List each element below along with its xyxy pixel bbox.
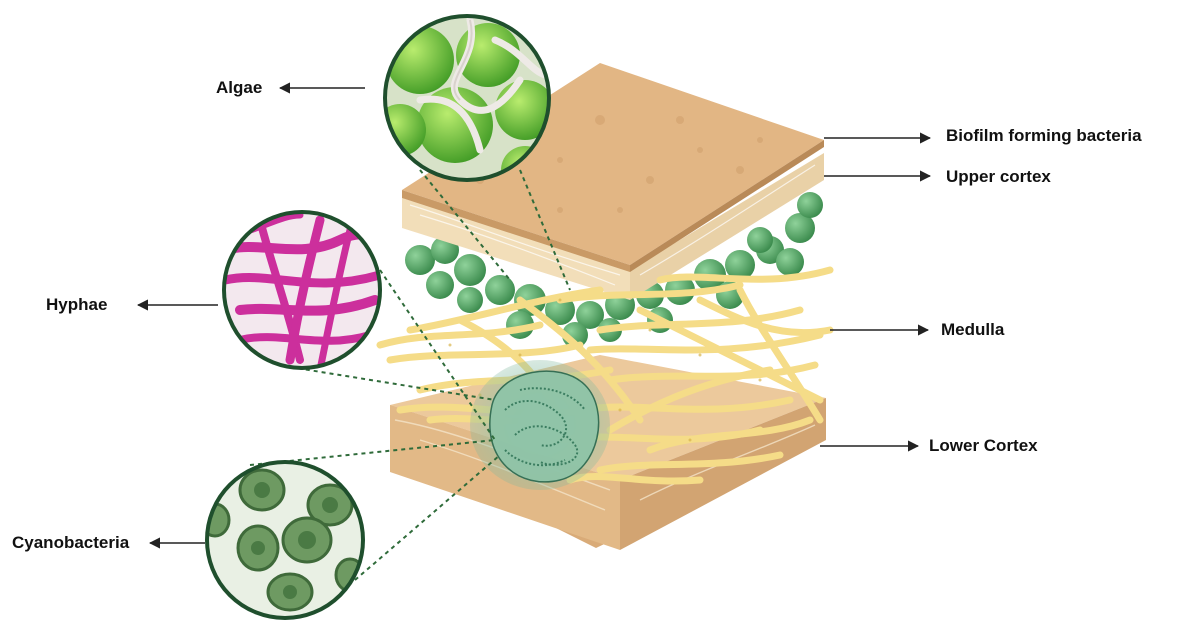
- cyanobacteria-micrograph: [200, 460, 370, 622]
- label-upper-cortex: Upper cortex: [946, 167, 1051, 187]
- label-hyphae: Hyphae: [46, 295, 107, 315]
- cyanobacteria-colony: [470, 360, 610, 490]
- label-medulla: Medulla: [941, 320, 1004, 340]
- label-biofilm-forming-bacteria: Biofilm forming bacteria: [946, 126, 1142, 146]
- label-lower-cortex: Lower Cortex: [929, 436, 1038, 456]
- label-cyanobacteria: Cyanobacteria: [12, 533, 129, 553]
- label-algae: Algae: [216, 78, 262, 98]
- hyphae-micrograph: [220, 210, 390, 380]
